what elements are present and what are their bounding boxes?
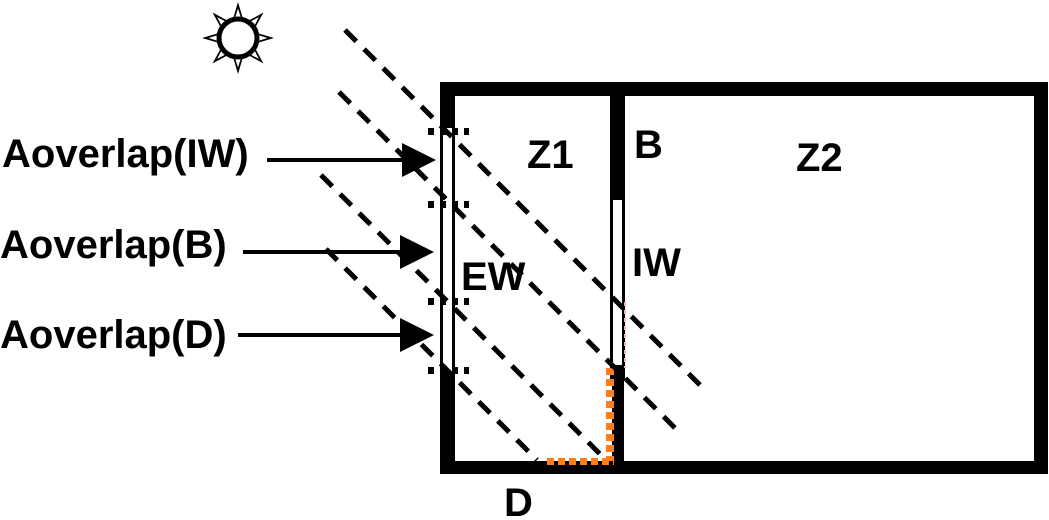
arrow-line-aoverlap-iw [267, 158, 402, 162]
construction-line [624, 302, 626, 368]
beam-tick-2 [428, 201, 469, 208]
beam-ray-3 [319, 173, 608, 462]
wall-bottom-floor [440, 461, 1048, 474]
label-aoverlap-b: Aoverlap(B) [0, 223, 227, 267]
arrow-line-aoverlap-d [238, 333, 400, 337]
wall-right [1034, 82, 1048, 474]
wall-left-lower [440, 373, 455, 474]
label-aoverlap-d: Aoverlap(D) [0, 313, 227, 357]
wall-top [440, 82, 1048, 96]
label-zone-z1: Z1 [527, 133, 574, 177]
wall-left-upper [440, 82, 455, 128]
label-wall-b: B [634, 123, 663, 167]
arrowhead-aoverlap-b [400, 235, 434, 269]
overlap-highlight-floor [547, 458, 614, 465]
arrowhead-aoverlap-iw [402, 143, 436, 177]
label-interior-window-iw: IW [632, 241, 681, 285]
exterior-window [440, 128, 455, 373]
label-exterior-window-ew: EW [461, 255, 526, 299]
label-zone-z2: Z2 [796, 136, 843, 180]
arrowhead-aoverlap-d [400, 318, 434, 352]
beam-tick-4 [428, 367, 469, 374]
sun-icon [200, 0, 276, 76]
label-aoverlap-iw: Aoverlap(IW) [2, 132, 249, 176]
interior-window [610, 200, 625, 365]
label-floor-d: D [504, 481, 533, 520]
beam-tick-1 [428, 128, 469, 135]
interior-wall-upper-b [610, 96, 625, 200]
overlap-highlight-wall [606, 368, 614, 461]
arrow-line-aoverlap-b [243, 250, 400, 254]
beam-tick-3 [428, 298, 469, 305]
